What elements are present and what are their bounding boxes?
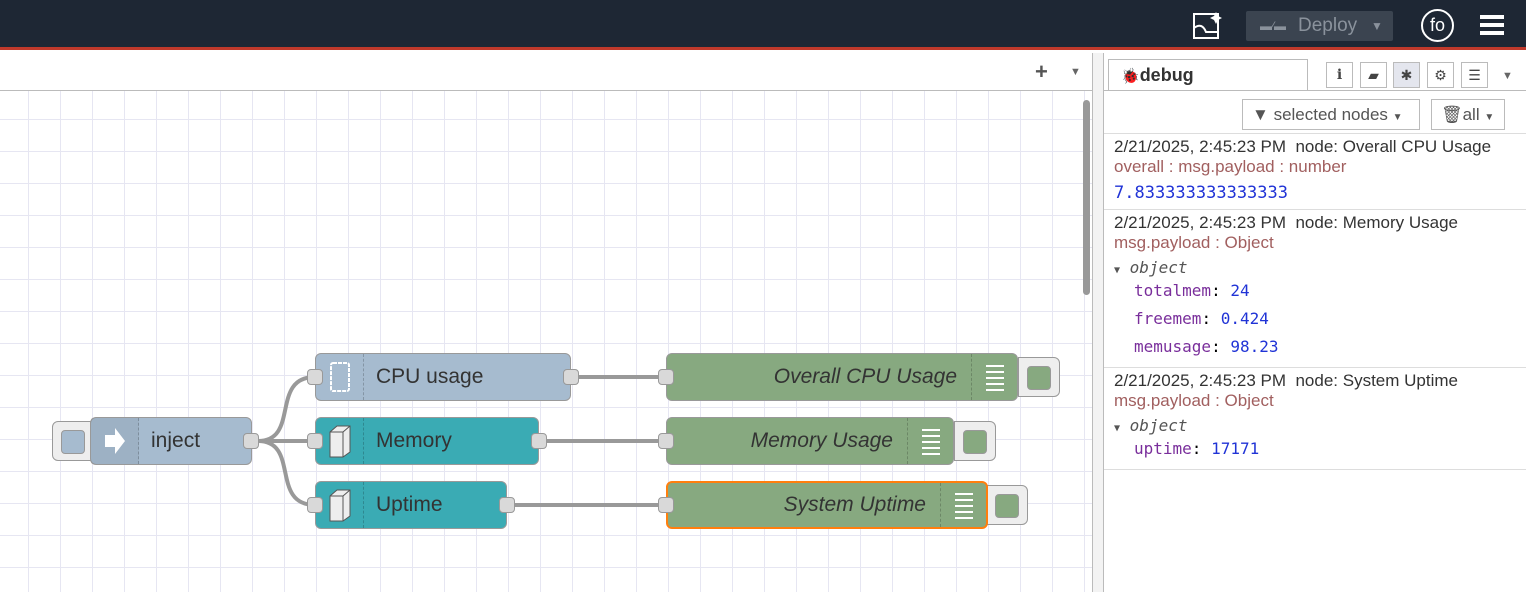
- debug-message[interactable]: 2/21/2025, 2:45:23 PM node: System Uptim…: [1104, 368, 1526, 470]
- deploy-label: Deploy: [1298, 15, 1358, 36]
- message-meta: 2/21/2025, 2:45:23 PM node: System Uptim…: [1114, 371, 1458, 390]
- prop-key: uptime: [1134, 439, 1192, 458]
- uptime-node[interactable]: Uptime: [315, 481, 507, 529]
- bug-icon[interactable]: ✱: [1393, 62, 1420, 88]
- debug-message[interactable]: 2/21/2025, 2:45:23 PM node: Overall CPU …: [1104, 134, 1526, 210]
- image-sparkle-icon[interactable]: [1192, 10, 1224, 40]
- node-label: Memory Usage: [750, 429, 893, 452]
- output-port[interactable]: [531, 433, 547, 449]
- prop-value: 24: [1230, 281, 1250, 300]
- input-port[interactable]: [307, 369, 323, 385]
- node-label: System Uptime: [783, 493, 926, 516]
- node-label: inject: [151, 429, 201, 452]
- header: ▬⁄▬ Deploy ▼ fo: [0, 0, 1526, 50]
- debug-toggle-button[interactable]: [1018, 357, 1060, 397]
- inject-node[interactable]: inject: [90, 417, 252, 465]
- message-meta: 2/21/2025, 2:45:23 PM node: Memory Usage: [1114, 213, 1458, 232]
- add-flow-button[interactable]: +: [1035, 59, 1048, 84]
- workspace-toolbar: + ▼: [0, 53, 1092, 91]
- object-label: object: [1129, 416, 1188, 435]
- clear-label: all: [1462, 105, 1480, 124]
- memory-node[interactable]: Memory: [315, 417, 539, 465]
- list-icon: [971, 354, 1017, 400]
- object-toggle[interactable]: ▼ object: [1114, 416, 1526, 435]
- info-tab-button[interactable]: i: [1326, 62, 1353, 88]
- deploy-icon: ▬⁄▬: [1260, 19, 1287, 33]
- deploy-button[interactable]: ▬⁄▬ Deploy ▼: [1246, 11, 1393, 41]
- server-icon: [316, 418, 364, 464]
- prop-value: 0.424: [1220, 309, 1269, 328]
- arrow-right-icon: [91, 418, 139, 464]
- inject-button[interactable]: [52, 421, 94, 461]
- message-path: overall : msg.payload : number: [1114, 157, 1347, 176]
- tab-label: debug: [1139, 65, 1194, 85]
- filter-icon: ▼: [1252, 105, 1269, 124]
- list-icon: [940, 483, 986, 527]
- cpu-usage-node[interactable]: CPU usage: [315, 353, 571, 401]
- canvas-scrollbar[interactable]: [1083, 100, 1090, 295]
- prop-value: 98.23: [1230, 337, 1279, 356]
- debug-node-overall-cpu[interactable]: Overall CPU Usage: [666, 353, 1018, 401]
- object-toggle[interactable]: ▼ object: [1114, 258, 1526, 277]
- user-avatar-icon[interactable]: fo: [1421, 9, 1454, 42]
- database-icon[interactable]: ☰: [1461, 62, 1488, 88]
- output-port[interactable]: [243, 433, 259, 449]
- prop-row: totalmem: 24: [1134, 281, 1250, 300]
- prop-key: memusage: [1134, 337, 1212, 356]
- trash-icon: 🗑: [1441, 105, 1463, 124]
- message-meta: 2/21/2025, 2:45:23 PM node: Overall CPU …: [1114, 137, 1492, 156]
- input-port[interactable]: [658, 369, 674, 385]
- debug-toggle-button[interactable]: [954, 421, 996, 461]
- output-port[interactable]: [499, 497, 515, 513]
- menu-icon[interactable]: [1480, 15, 1504, 35]
- input-port[interactable]: [658, 497, 674, 513]
- debug-messages: 2/21/2025, 2:45:23 PM node: Overall CPU …: [1104, 133, 1526, 470]
- object-props: uptime: 17171: [1114, 435, 1526, 463]
- input-port[interactable]: [307, 497, 323, 513]
- chevron-down-icon[interactable]: ▼: [1502, 70, 1513, 82]
- node-label: Uptime: [376, 493, 443, 516]
- prop-key: totalmem: [1134, 281, 1212, 300]
- prop-key: freemem: [1134, 309, 1202, 328]
- message-path: msg.payload : Object: [1114, 391, 1274, 410]
- flow-list-chevron-icon[interactable]: ▼: [1070, 66, 1081, 78]
- caret-down-icon: ▼: [1114, 265, 1121, 276]
- clear-dropdown[interactable]: 🗑all ▼: [1431, 99, 1505, 130]
- output-port[interactable]: [563, 369, 579, 385]
- prop-row: memusage: 98.23: [1134, 337, 1279, 356]
- node-label: Overall CPU Usage: [773, 365, 957, 388]
- node-label: Memory: [376, 429, 452, 452]
- tab-debug[interactable]: 🐞debug: [1108, 59, 1308, 91]
- message-value: 7.833333333333333: [1114, 183, 1288, 203]
- object-props: totalmem: 24 freemem: 0.424 memusage: 98…: [1114, 277, 1526, 361]
- debug-node-system-uptime[interactable]: System Uptime: [666, 481, 988, 529]
- message-path: msg.payload : Object: [1114, 233, 1274, 252]
- object-label: object: [1129, 258, 1188, 277]
- sidebar: 🐞debug i ▰ ✱ ⚙ ☰ ▼ ▼ selected nodes ▼ 🗑a…: [1104, 53, 1526, 592]
- prop-value: 17171: [1211, 439, 1260, 458]
- node-label: CPU usage: [376, 365, 484, 388]
- chevron-down-icon[interactable]: ▼: [1371, 19, 1383, 33]
- gear-icon[interactable]: ⚙: [1427, 62, 1454, 88]
- sidebar-resize-handle[interactable]: [1092, 53, 1104, 592]
- filter-label: selected nodes: [1273, 105, 1388, 124]
- book-icon[interactable]: ▰: [1360, 62, 1387, 88]
- wire[interactable]: [257, 439, 316, 507]
- caret-down-icon: ▼: [1114, 423, 1121, 434]
- wire[interactable]: [257, 375, 316, 443]
- debug-node-memory-usage[interactable]: Memory Usage: [666, 417, 954, 465]
- cpu-chip-icon: [316, 354, 364, 400]
- list-icon: [907, 418, 953, 464]
- wires: [257, 375, 666, 507]
- debug-message[interactable]: 2/21/2025, 2:45:23 PM node: Memory Usage…: [1104, 210, 1526, 368]
- input-port[interactable]: [307, 433, 323, 449]
- prop-row: freemem: 0.424: [1134, 309, 1269, 328]
- debug-toggle-button[interactable]: [986, 485, 1028, 525]
- filter-dropdown[interactable]: ▼ selected nodes ▼: [1242, 99, 1420, 130]
- input-port[interactable]: [658, 433, 674, 449]
- prop-row: uptime: 17171: [1134, 439, 1260, 458]
- server-icon: [316, 482, 364, 528]
- bug-icon: 🐞: [1121, 68, 1140, 85]
